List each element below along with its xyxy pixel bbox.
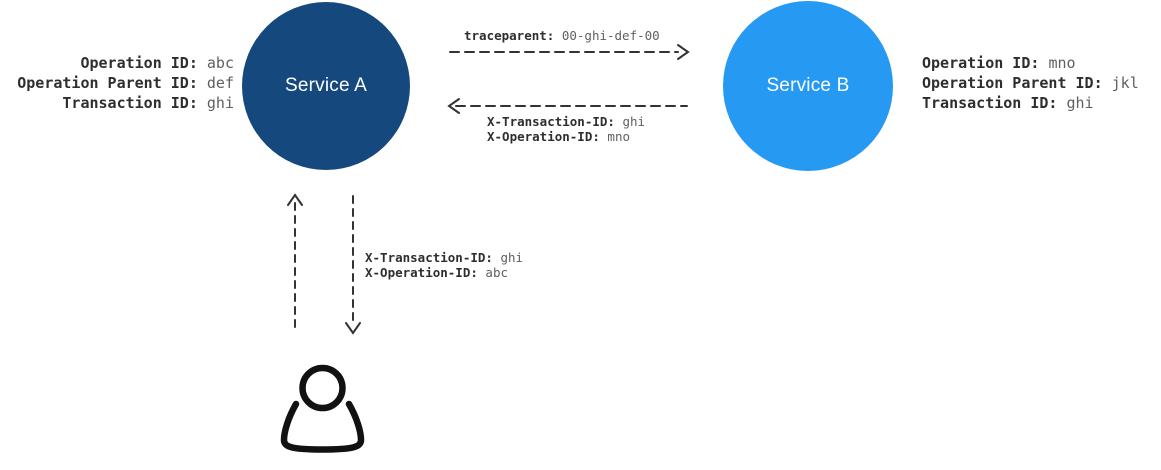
service-a-node: Service A [242, 2, 410, 170]
transaction-id-value: ghi [1066, 94, 1094, 112]
operation-parent-id-value: jkl [1111, 74, 1139, 92]
x-transaction-id-row: X-Transaction-ID: ghi [487, 114, 645, 129]
transaction-id-row: Transaction ID: ghi [922, 93, 1139, 113]
service-b-name: Service B [766, 75, 850, 96]
response-arrow [447, 98, 688, 114]
operation-id-label: Operation ID: [80, 54, 198, 72]
traceparent-value: 00-ghi-def-00 [561, 28, 660, 43]
request-arrow [449, 44, 690, 60]
x-transaction-id-label: X-Transaction-ID: [365, 250, 493, 265]
service-a-name: Service A [284, 75, 368, 96]
operation-parent-id-value: def [206, 74, 234, 92]
operation-parent-id-row: Operation Parent ID: jkl [922, 73, 1139, 93]
transaction-id-value: ghi [206, 94, 234, 112]
service-b-node: Service B [723, 1, 893, 171]
request-arrow-caption: traceparent: 00-ghi-def-00 [464, 28, 660, 43]
operation-id-value: abc [206, 54, 234, 72]
operation-id-row: Operation ID: mno [922, 53, 1139, 73]
x-transaction-id-row: X-Transaction-ID: ghi [365, 250, 523, 265]
transaction-id-row: Transaction ID: ghi [17, 93, 234, 113]
user-request-arrow [287, 193, 303, 333]
service-a-info: Operation ID: abc Operation Parent ID: d… [17, 53, 234, 113]
x-operation-id-row: X-Operation-ID: mno [487, 129, 645, 144]
operation-id-value: mno [1048, 54, 1076, 72]
transaction-id-label: Transaction ID: [62, 94, 198, 112]
x-transaction-id-label: X-Transaction-ID: [487, 114, 615, 129]
operation-parent-id-label: Operation Parent ID: [17, 74, 198, 92]
user-response-caption: X-Transaction-ID: ghi X-Operation-ID: ab… [365, 250, 523, 280]
x-operation-id-label: X-Operation-ID: [487, 129, 600, 144]
x-operation-id-value: mno [607, 129, 630, 144]
user-response-arrow [345, 195, 361, 335]
x-operation-id-row: X-Operation-ID: abc [365, 265, 523, 280]
operation-parent-id-row: Operation Parent ID: def [17, 73, 234, 93]
operation-parent-id-label: Operation Parent ID: [922, 74, 1103, 92]
operation-id-row: Operation ID: abc [17, 53, 234, 73]
person-icon [280, 364, 365, 453]
response-arrow-caption: X-Transaction-ID: ghi X-Operation-ID: mn… [487, 114, 645, 144]
x-operation-id-value: abc [485, 265, 508, 280]
x-transaction-id-value: ghi [500, 250, 524, 265]
x-transaction-id-value: ghi [622, 114, 646, 129]
service-b-info: Operation ID: mno Operation Parent ID: j… [922, 53, 1139, 113]
traceparent-label: traceparent: [464, 28, 555, 43]
transaction-id-label: Transaction ID: [922, 94, 1058, 112]
x-operation-id-label: X-Operation-ID: [365, 265, 478, 280]
operation-id-label: Operation ID: [922, 54, 1040, 72]
